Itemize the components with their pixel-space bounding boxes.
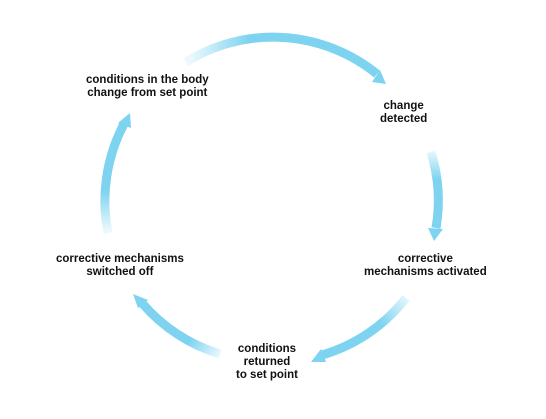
step-label-line: to set point (236, 369, 298, 381)
step-label-line: corrective mechanisms (56, 253, 184, 265)
step-label-line: returned (243, 356, 291, 368)
arrow-to-change-detected (183, 32, 386, 84)
step-label-line: conditions in the body (86, 74, 209, 86)
step-label-line: change from set point (87, 87, 208, 99)
arrow-to-mechanisms-activated (426, 150, 443, 241)
step-label-line: conditions (237, 343, 297, 355)
step-label-line: detected (380, 113, 428, 125)
step-switched-off: corrective mechanisms switched off (56, 253, 184, 279)
step-set-point-change: conditions in the body change from set p… (86, 74, 209, 100)
step-label-line: corrective (397, 253, 453, 265)
step-label-line: change (383, 100, 424, 112)
step-mechanisms-activated: corrective mechanisms activated (364, 253, 487, 279)
step-change-detected: change detected (380, 100, 427, 126)
arrow-to-returned (311, 295, 410, 362)
step-label-line: switched off (86, 266, 154, 278)
arrow-to-switched-off (133, 294, 222, 359)
step-label-line: mechanisms activated (364, 266, 487, 278)
arrow-to-set-point-change (100, 113, 131, 234)
step-returned: conditions returned to set point (236, 343, 298, 382)
